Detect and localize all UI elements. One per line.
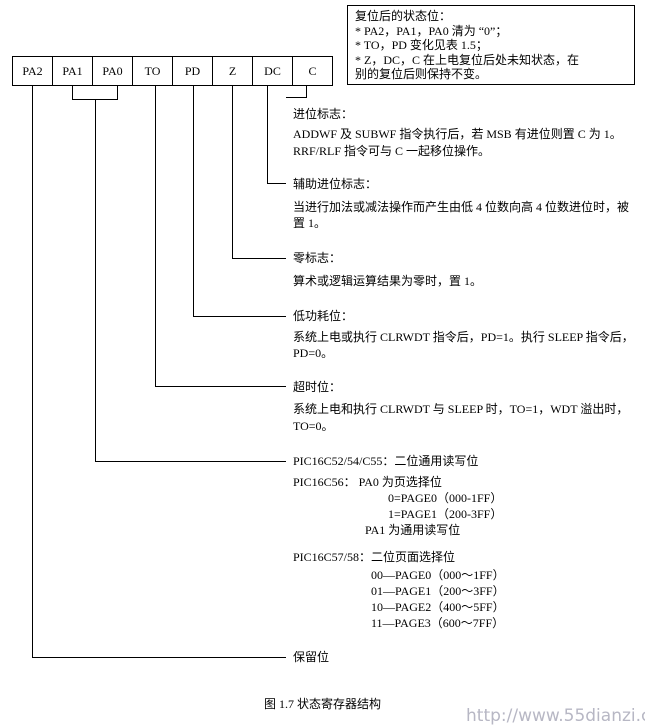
- c57-page1: 01—PAGE1（200～3FF）: [371, 584, 505, 598]
- connector-pd: [193, 86, 286, 317]
- note-line: 别的复位后则保持不变。: [355, 67, 488, 81]
- note-line: * TO，PD 变化见表 1.5；: [355, 38, 488, 52]
- note-line: * Z，DC，C 在上电复位后处未知状态，在: [355, 52, 580, 67]
- bit-pa1: PA1: [52, 56, 93, 86]
- connector-to: [155, 86, 286, 387]
- connector-pa2: [32, 86, 286, 658]
- c56-page0: 0=PAGE0（000-1FF）: [388, 491, 503, 505]
- connector-dc: [267, 86, 286, 184]
- c57-page0: 00—PAGE0（000～1FF）: [371, 568, 505, 582]
- bit-to: TO: [132, 56, 173, 86]
- c56-page1: 1=PAGE1（200-3FF）: [388, 507, 503, 521]
- zero-flag-title: 零标志：: [293, 251, 342, 265]
- c56-pa1-note: PA1 为通用读写位: [365, 523, 461, 537]
- figure-caption: 图 1.7 状态寄存器结构: [263, 697, 381, 711]
- bit-pa0: PA0: [92, 56, 133, 86]
- digit-carry-desc: 置 1。: [293, 216, 327, 230]
- reset-status-note: 复位后的状态位： * PA2，PA1，PA0 清为 “0”； * TO，PD 变…: [347, 5, 635, 85]
- connector-pa1-pa0: [95, 99, 286, 462]
- connector-z: [232, 86, 286, 259]
- timeout-desc: 系统上电和执行 CLRWDT 与 SLEEP 时，TO=1，WDT 溢出时，: [293, 402, 629, 416]
- bit-pd: PD: [172, 56, 213, 86]
- c57-heading: PIC16C57/58：二位页面选择位: [293, 550, 456, 564]
- connector-c: [286, 86, 307, 98]
- page-bits-title: PIC16C52/54/C55：二位通用读写位: [293, 454, 479, 468]
- note-line: * PA2，PA1，PA0 清为 “0”；: [355, 23, 508, 38]
- zero-flag-desc: 算术或逻辑运算结果为零时，置 1。: [293, 274, 483, 288]
- bit-pa2: PA2: [12, 56, 53, 86]
- timeout-title: 超时位：: [293, 380, 342, 394]
- power-down-desc: 系统上电或执行 CLRWDT 指令后，PD=1。执行 SLEEP 指令后，: [293, 330, 634, 344]
- connector-pa1-pa0-bracket: [72, 86, 118, 100]
- carry-flag-desc: RRF/RLF 指令可与 C 一起移位操作。: [293, 144, 491, 158]
- bit-z: Z: [212, 56, 253, 86]
- c57-page3: 11—PAGE3（600～7FF）: [371, 616, 505, 630]
- timeout-desc: TO=0。: [293, 419, 334, 433]
- watermark: http://www.55dianzi.com: [466, 706, 645, 726]
- bit-dc: DC: [252, 56, 293, 86]
- power-down-desc: PD=0。: [293, 346, 334, 360]
- reserved-bit-title: 保留位: [293, 650, 330, 664]
- register-bit-row: PA2 PA1 PA0 TO PD Z DC C: [12, 56, 333, 86]
- note-line: 复位后的状态位：: [355, 9, 452, 23]
- carry-flag-desc: ADDWF 及 SUBWF 指令执行后，若 MSB 有进位则置 C 为 1。: [293, 127, 622, 141]
- digit-carry-title: 辅助进位标志：: [293, 177, 378, 191]
- bit-c: C: [292, 56, 333, 86]
- power-down-title: 低功耗位：: [293, 309, 354, 323]
- c57-page2: 10—PAGE2（400～5FF）: [371, 600, 505, 614]
- c56-heading: PIC16C56： PA0 为页选择位: [293, 475, 442, 489]
- digit-carry-desc: 当进行加法或减法操作而产生由低 4 位数向高 4 位数进位时，被: [293, 200, 630, 214]
- carry-flag-title: 进位标志：: [293, 107, 354, 121]
